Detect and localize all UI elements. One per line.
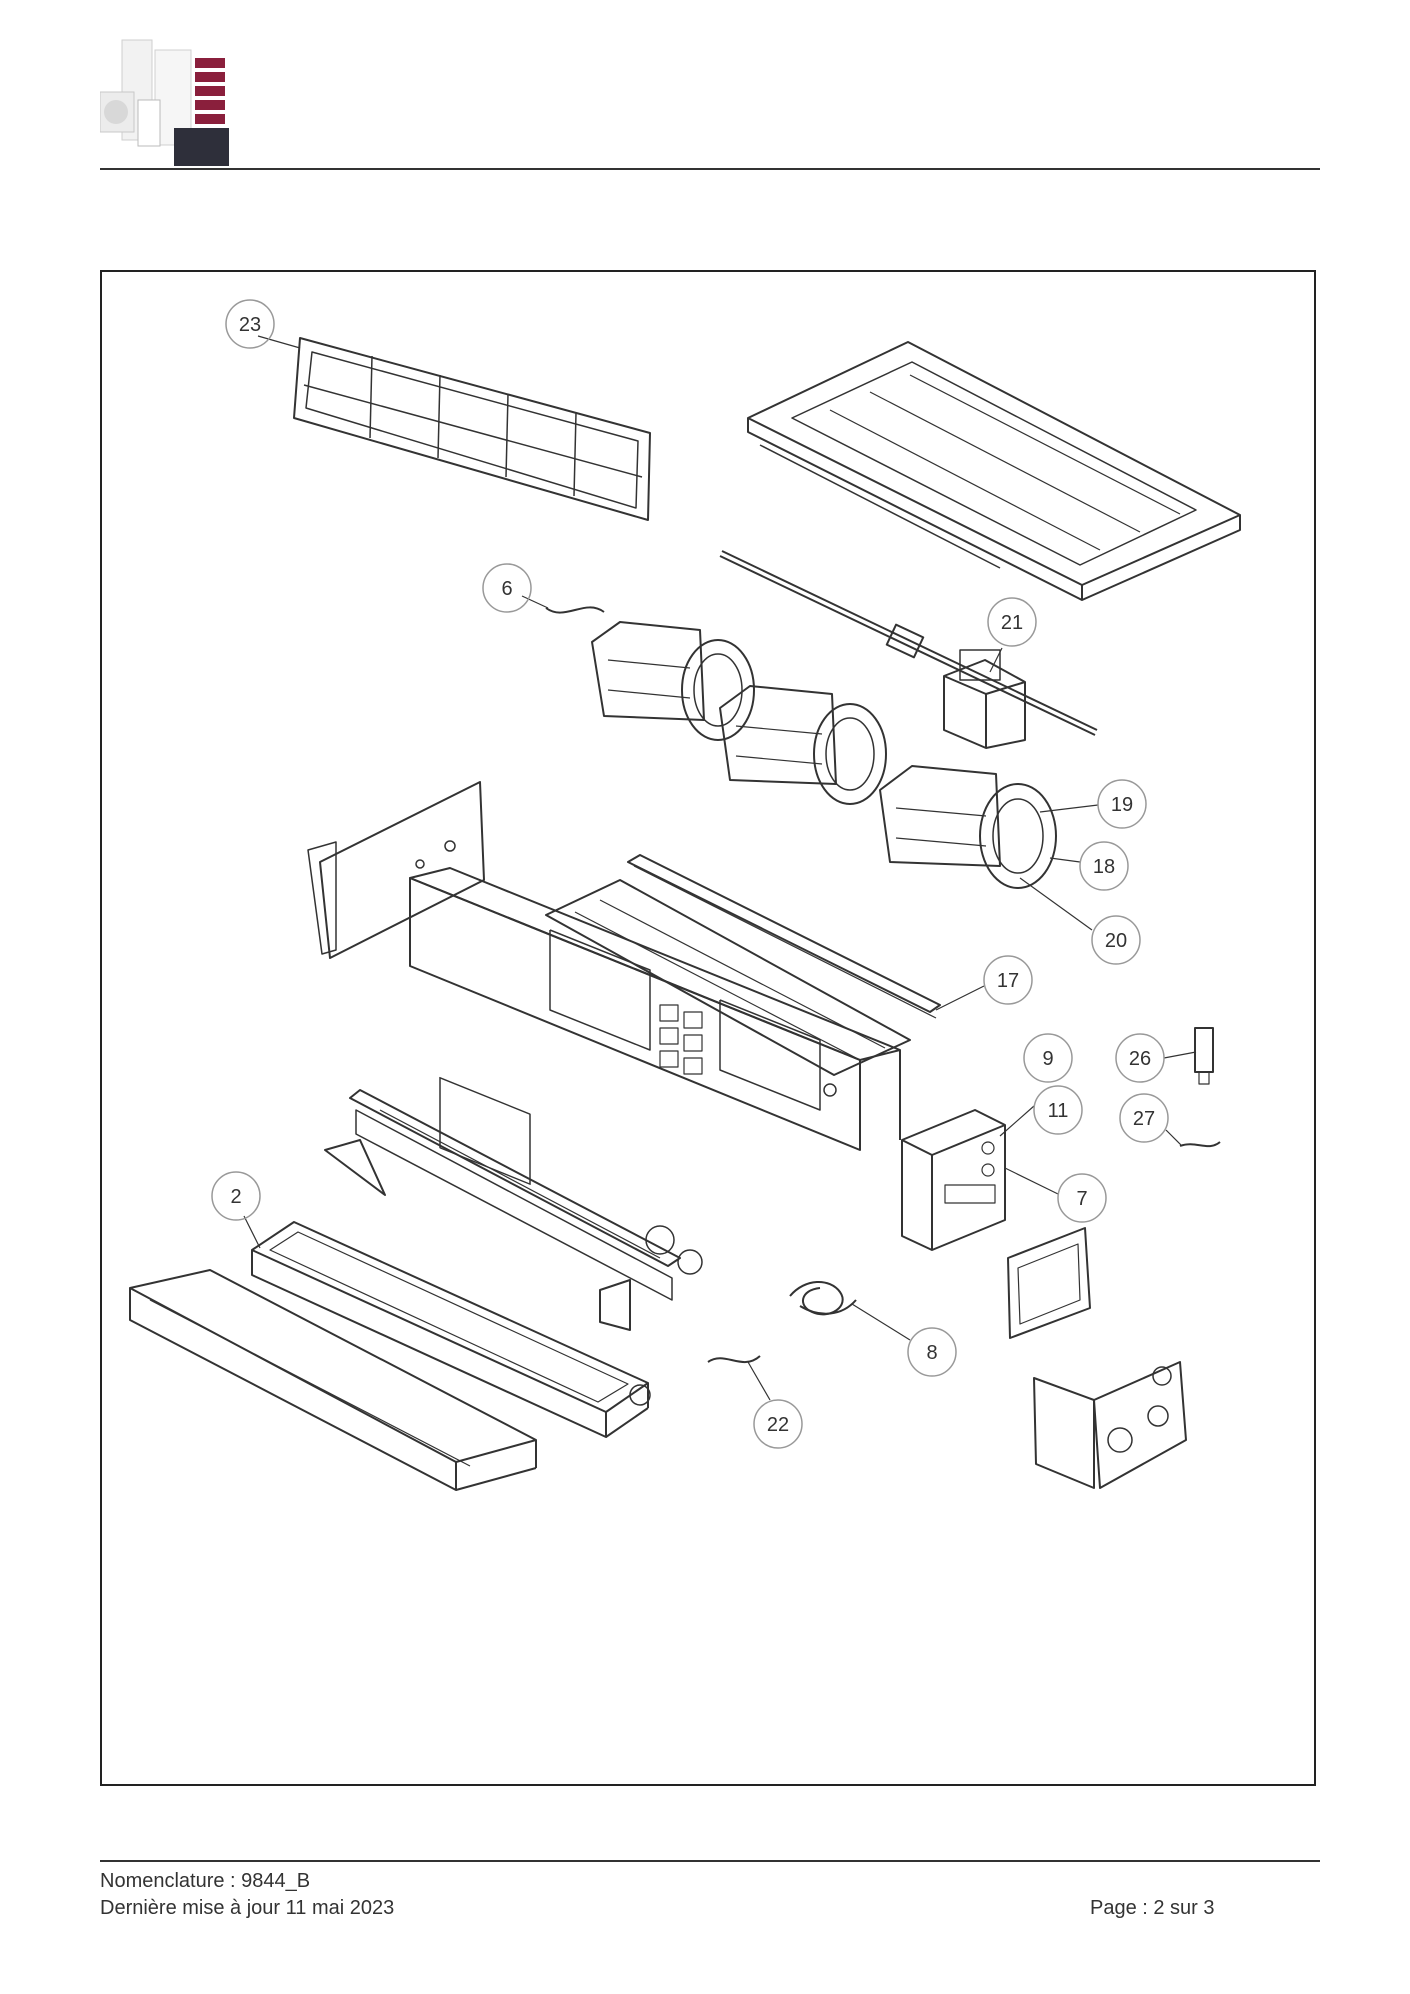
part-access-cover [1007, 1227, 1091, 1339]
callout-22-label: 22 [767, 1414, 789, 1436]
part-heat-exchanger [324, 1089, 703, 1331]
callout-23-label: 23 [239, 314, 261, 336]
part-inner-deck [545, 879, 911, 1076]
part-air-filter [293, 337, 651, 521]
callout-26: 26 [1115, 1033, 1197, 1083]
part-left-bracket [307, 781, 485, 959]
callout-22: 22 [747, 1361, 803, 1449]
callout-20-label: 20 [1105, 930, 1127, 952]
callout-11-label: 11 [1048, 1100, 1069, 1122]
exploded-view-frame [100, 270, 1316, 1786]
callout-19: 19 [1039, 779, 1147, 829]
part-thermistor-wire [707, 1355, 761, 1363]
callout-27-label: 27 [1133, 1108, 1155, 1130]
callout-23: 23 [225, 299, 301, 349]
callout-17-label: 17 [997, 970, 1019, 992]
part-wiring-harness [789, 1280, 857, 1316]
callout-7-label: 7 [1076, 1188, 1087, 1210]
part-right-side-panel [1033, 1361, 1187, 1489]
part-sensor-bracket [1194, 1027, 1214, 1085]
callout-2: 2 [211, 1171, 261, 1249]
part-fan-motor [943, 649, 1026, 749]
callout-21: 21 [987, 597, 1037, 673]
callout-9: 9 [1023, 1033, 1073, 1083]
part-sensor-wire [545, 606, 605, 614]
part-cable [1179, 1141, 1221, 1148]
callout-26-label: 26 [1129, 1048, 1151, 1070]
brand-logo-products-image [100, 39, 229, 166]
part-main-chassis [409, 867, 901, 1185]
callout-21-label: 21 [1001, 612, 1023, 634]
footer-reference: Nomenclature : 9844_B [100, 1870, 311, 1892]
callout-18-label: 18 [1093, 856, 1115, 878]
callout-18: 18 [1049, 841, 1129, 891]
part-electrical-box [901, 1109, 1006, 1251]
callout-11: 11 [999, 1085, 1083, 1137]
callout-19-label: 19 [1111, 794, 1133, 816]
callout-20: 20 [1019, 877, 1141, 965]
part-blower-1 [591, 621, 755, 741]
part-motor-shaft [719, 550, 1098, 736]
callout-17: 17 [935, 955, 1033, 1011]
footer-rule [100, 1860, 1320, 1862]
part-drain-pan [251, 1221, 651, 1438]
part-blower-2 [719, 685, 887, 805]
callout-6-label: 6 [501, 578, 512, 600]
callout-8-label: 8 [926, 1342, 937, 1364]
part-rail [627, 854, 941, 1019]
callout-6: 6 [482, 563, 549, 613]
part-top-cover [747, 341, 1241, 601]
callout-27: 27 [1119, 1093, 1183, 1147]
callout-7: 7 [1004, 1167, 1107, 1223]
header-rule [100, 168, 1320, 170]
callout-8: 8 [851, 1303, 957, 1377]
part-blower-3 [879, 765, 1057, 889]
callout-9-label: 9 [1042, 1048, 1053, 1070]
callout-2-label: 2 [230, 1186, 241, 1208]
footer-updated-date: Dernière mise à jour 11 mai 2023 [100, 1897, 395, 1919]
footer-page-number: Page : 2 sur 3 [1090, 1897, 1215, 1919]
part-bottom-tray [129, 1269, 537, 1491]
